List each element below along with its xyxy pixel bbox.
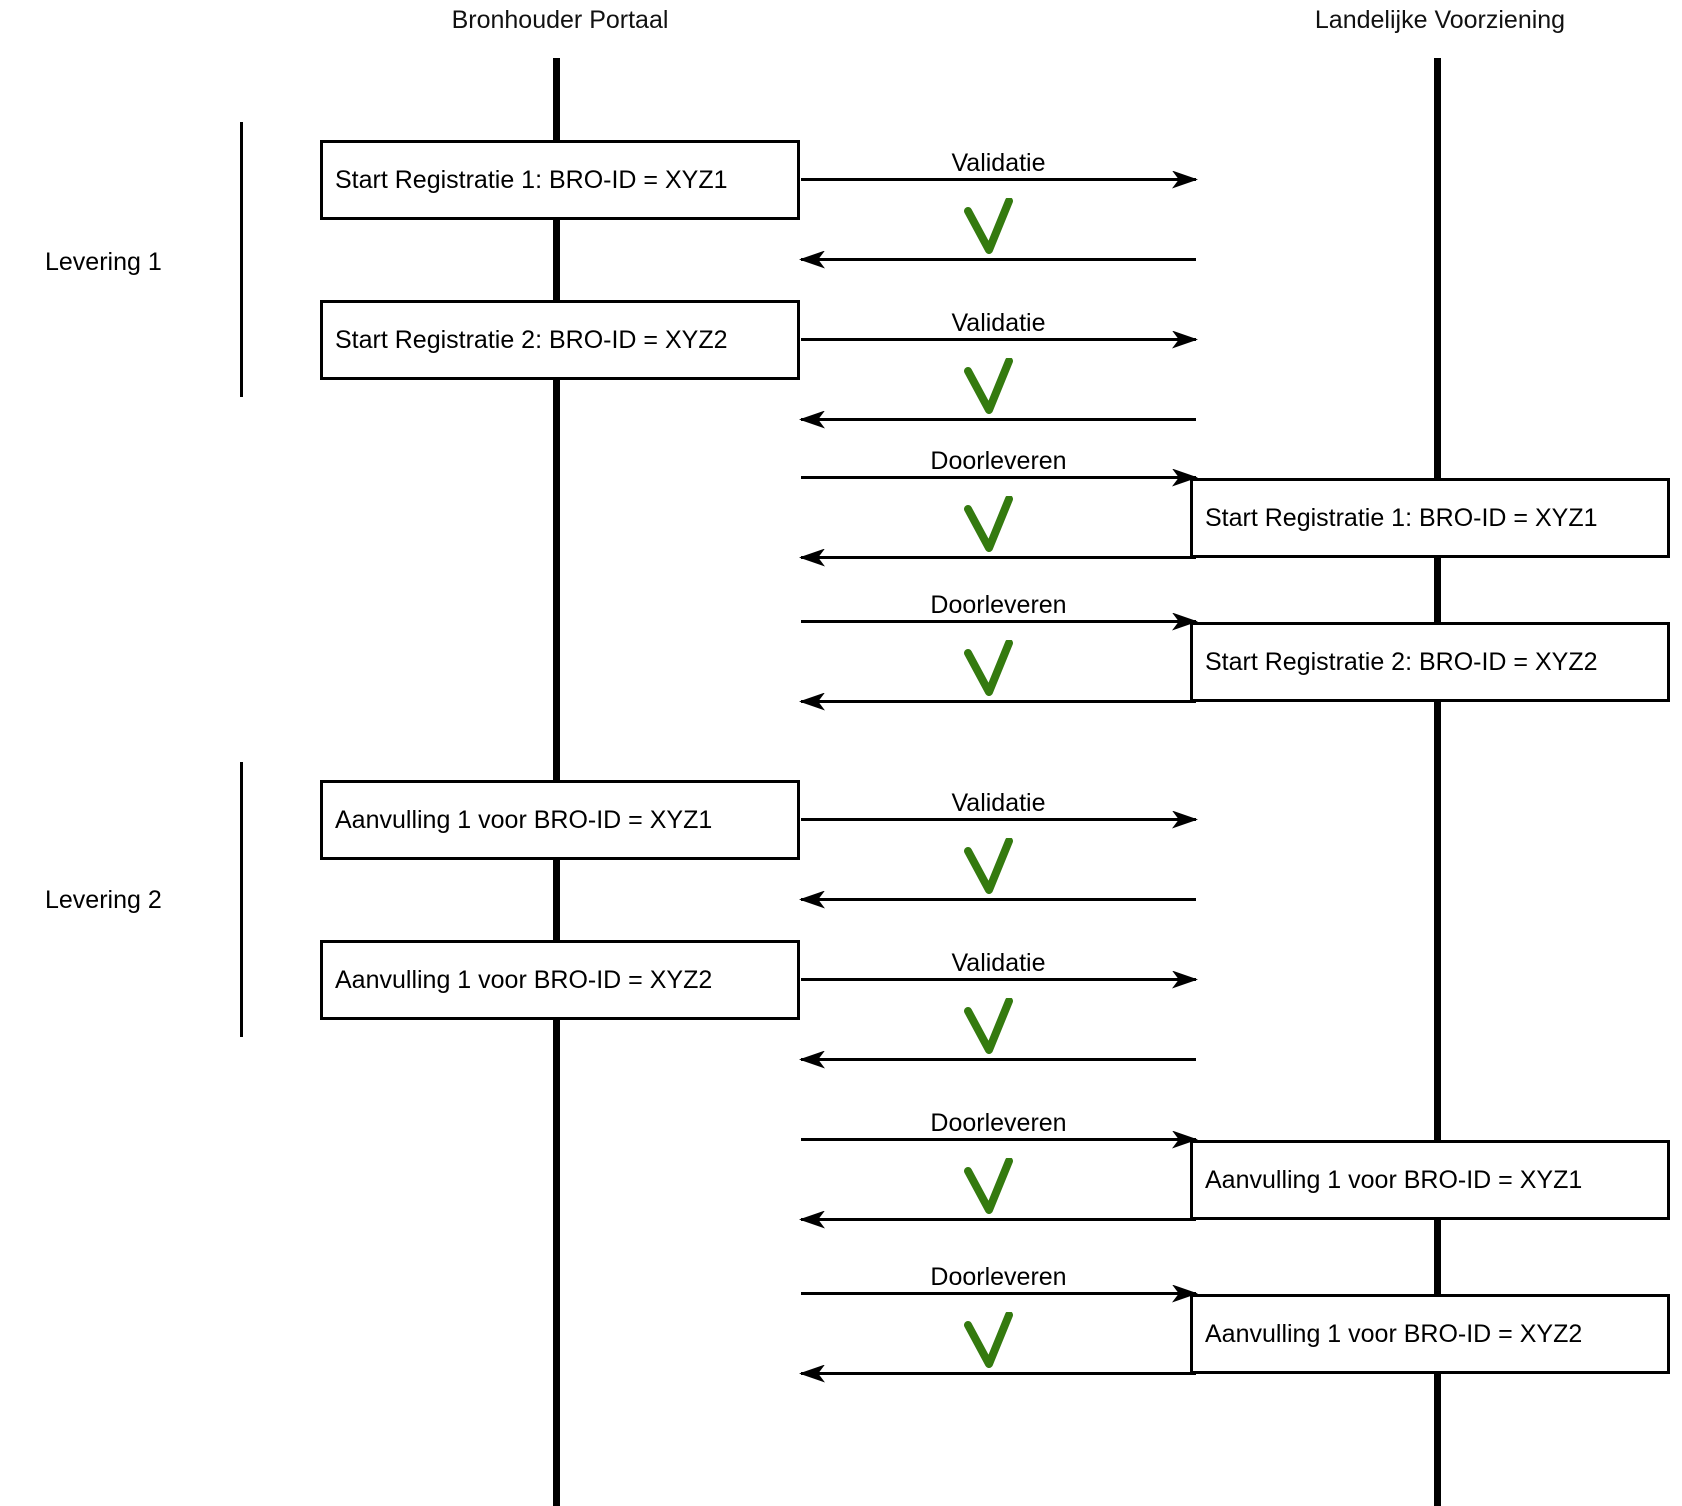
- response-arrow: [801, 898, 1196, 901]
- request-arrow: [801, 1292, 1196, 1295]
- arrow-label: Doorleveren: [930, 447, 1067, 475]
- arrow-label: Validatie: [951, 149, 1046, 177]
- request-arrow: [801, 1138, 1196, 1141]
- response-arrow: [801, 1218, 1196, 1221]
- levering-2-label: Levering 2: [45, 886, 162, 914]
- request-arrow: [801, 178, 1196, 181]
- arrow-label: Doorleveren: [930, 1109, 1067, 1137]
- response-arrow: [801, 258, 1196, 261]
- response-arrow: [801, 556, 1196, 559]
- message-box: Start Registratie 1: BRO-ID = XYZ1: [320, 140, 800, 220]
- request-arrow: [801, 476, 1196, 479]
- green-check-icon: [964, 198, 1013, 254]
- message-box: Aanvulling 1 voor BRO-ID = XYZ1: [1190, 1140, 1670, 1220]
- green-check-icon: [964, 998, 1013, 1054]
- green-check-icon: [964, 496, 1013, 552]
- levering-2-bracket: [240, 762, 243, 1037]
- lifeline-landelijke-voorziening: [1434, 58, 1441, 1506]
- arrow-label: Doorleveren: [930, 591, 1067, 619]
- message-box: Aanvulling 1 voor BRO-ID = XYZ1: [320, 780, 800, 860]
- levering-1-bracket: [240, 122, 243, 397]
- request-arrow: [801, 818, 1196, 821]
- green-check-icon: [964, 640, 1013, 696]
- arrow-label: Validatie: [951, 949, 1046, 977]
- green-check-icon: [964, 358, 1013, 414]
- green-check-icon: [964, 1158, 1013, 1214]
- arrow-label: Doorleveren: [930, 1263, 1067, 1291]
- message-box: Start Registratie 2: BRO-ID = XYZ2: [320, 300, 800, 380]
- green-check-icon: [964, 838, 1013, 894]
- arrow-label: Validatie: [951, 309, 1046, 337]
- green-check-icon: [964, 1312, 1013, 1368]
- request-arrow: [801, 338, 1196, 341]
- response-arrow: [801, 1058, 1196, 1061]
- actor-label-bronhouder-portaal: Bronhouder Portaal: [451, 6, 669, 34]
- message-box: Aanvulling 1 voor BRO-ID = XYZ2: [320, 940, 800, 1020]
- request-arrow: [801, 978, 1196, 981]
- message-box: Start Registratie 2: BRO-ID = XYZ2: [1190, 622, 1670, 702]
- arrow-label: Validatie: [951, 789, 1046, 817]
- response-arrow: [801, 1372, 1196, 1375]
- response-arrow: [801, 700, 1196, 703]
- message-box: Aanvulling 1 voor BRO-ID = XYZ2: [1190, 1294, 1670, 1374]
- response-arrow: [801, 418, 1196, 421]
- levering-1-label: Levering 1: [45, 248, 162, 276]
- request-arrow: [801, 620, 1196, 623]
- actor-label-landelijke-voorziening: Landelijke Voorziening: [1314, 6, 1566, 34]
- message-box: Start Registratie 1: BRO-ID = XYZ1: [1190, 478, 1670, 558]
